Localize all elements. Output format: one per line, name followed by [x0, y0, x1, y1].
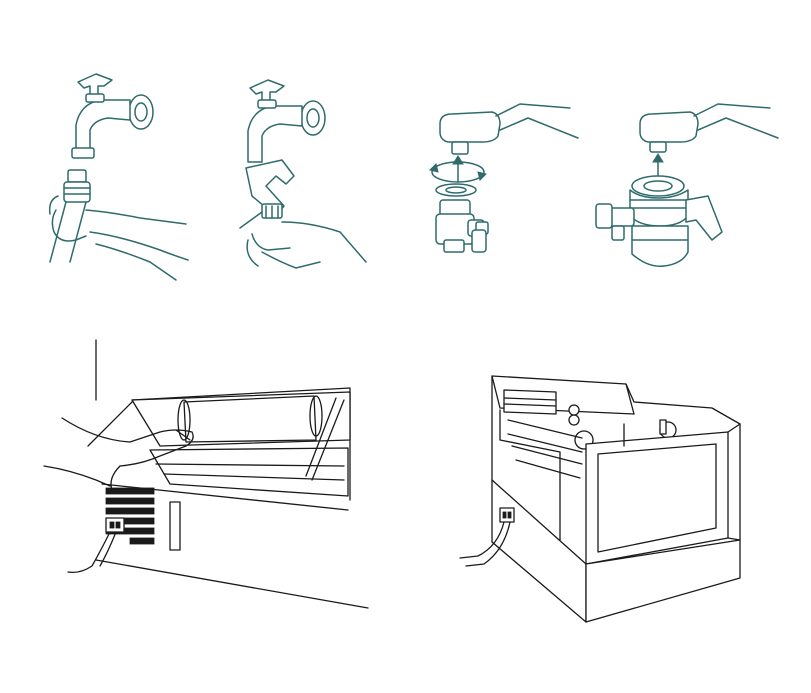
panel-faucet-hose-removal: [48, 73, 189, 281]
faucet-hand-icon: [48, 73, 189, 281]
appliance-cutaway-icon: [459, 375, 741, 623]
panel-valve-attach: [595, 103, 779, 267]
vent-grille: [105, 487, 155, 545]
panel-adapter-rotate: [429, 103, 579, 253]
panel-faucet-wrench: [239, 79, 367, 269]
appliance-open-icon: [43, 339, 369, 609]
valve-icon: [595, 103, 779, 267]
panel-open-front: [43, 339, 369, 609]
panel-appliance-cutaway: [459, 375, 741, 623]
wrench-icon: [239, 79, 367, 269]
rotate-arrows-icon: [429, 103, 579, 253]
